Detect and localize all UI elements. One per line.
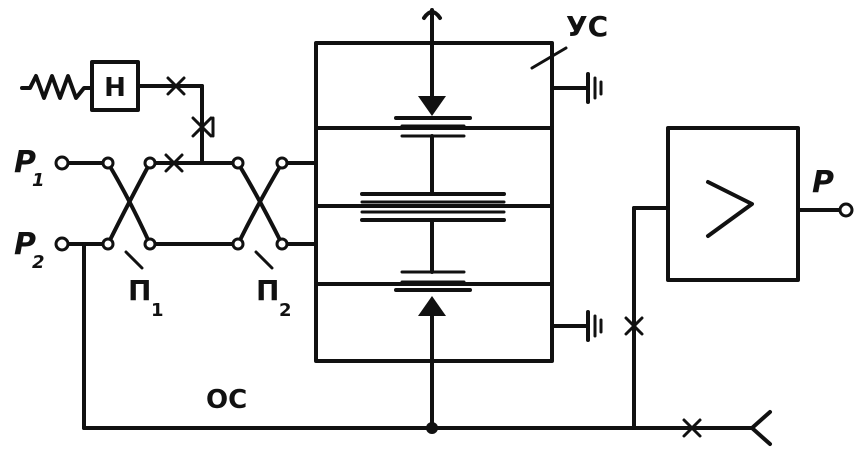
label-switch-1-sub: 1 <box>151 300 164 321</box>
label-switch-2: П <box>256 274 279 307</box>
heater-branch: Н <box>20 60 215 165</box>
central-unit: УС <box>314 8 608 430</box>
valve-icon <box>166 76 186 96</box>
heater-zigzag-input <box>20 74 94 100</box>
input-lines <box>54 153 318 270</box>
ground-icon <box>550 310 603 342</box>
amplifier-box <box>666 126 800 282</box>
label-feedback: ОС <box>206 385 247 415</box>
label-switch-1: П <box>128 274 151 307</box>
terminal-p1 <box>54 155 70 171</box>
valve-icon <box>682 418 702 438</box>
valve-icon <box>624 316 644 336</box>
terminal-output <box>838 202 854 218</box>
heater-label: Н <box>104 73 126 103</box>
label-p2-sub: 2 <box>32 252 45 273</box>
amplifier: P <box>624 126 854 430</box>
label-p2: P <box>14 227 36 262</box>
label-unit: УС <box>566 10 608 43</box>
label-output: P <box>812 165 834 200</box>
switch-p1 <box>101 156 157 270</box>
outlet-icon <box>750 410 772 446</box>
feedback-line: ОС <box>82 242 772 446</box>
label-p1-sub: 1 <box>32 170 45 191</box>
valve-icon <box>191 116 215 138</box>
arrow-down-icon <box>418 96 446 116</box>
valve-icon <box>164 153 184 173</box>
spring-icon <box>422 10 442 20</box>
ground-icon <box>550 72 603 104</box>
arrow-up-icon <box>418 296 446 316</box>
label-switch-2-sub: 2 <box>279 300 292 321</box>
label-p1: P <box>14 145 36 180</box>
terminal-p2 <box>54 236 70 252</box>
switch-p2 <box>231 156 289 270</box>
greater-than-icon <box>706 180 754 238</box>
